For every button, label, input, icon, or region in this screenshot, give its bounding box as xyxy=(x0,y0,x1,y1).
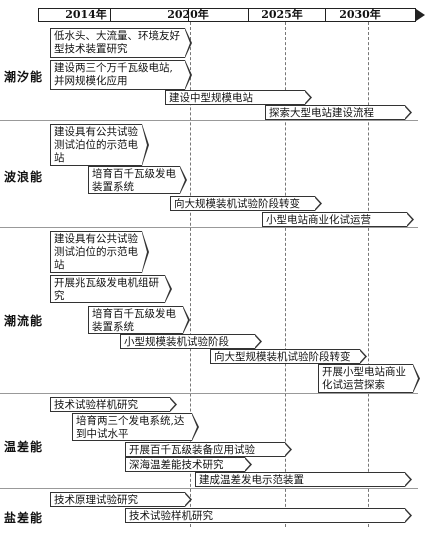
task-arrow: 向大规模装机试验阶段转变 xyxy=(170,196,315,211)
task-arrow: 低水头、大流量、环境友好型技术装置研究 xyxy=(50,28,185,58)
task-arrow: 向大型规模装机试验阶段转变 xyxy=(210,349,360,364)
year-label: 2020年 xyxy=(167,8,209,21)
task-arrow: 培育百千瓦级发电装置系统 xyxy=(88,166,180,194)
task-arrow: 建设具有公共试验测试泊位的示范电站 xyxy=(50,231,142,273)
axis-arrow-icon xyxy=(416,9,425,21)
year-divider xyxy=(248,8,249,22)
task-arrow: 建成温差发电示范装置 xyxy=(195,472,405,487)
task-arrow: 探索大型电站建设流程 xyxy=(265,105,405,120)
category-label-tidal-current: 潮流能 xyxy=(4,314,44,328)
year-label: 2025年 xyxy=(261,8,303,21)
task-arrow: 建设两三个万千瓦级电站,并网规模化应用 xyxy=(50,60,185,90)
task-arrow: 技术原理试验研究 xyxy=(50,492,185,507)
year-divider xyxy=(188,8,189,22)
timeline-axis xyxy=(38,8,416,22)
section-separator xyxy=(0,120,418,121)
section-separator xyxy=(0,393,418,394)
task-arrow: 开展百千瓦级装备应用试验 xyxy=(125,442,285,457)
task-arrow: 建设中型规模电站 xyxy=(165,90,305,105)
task-arrow: 开展兆瓦级发电机组研究 xyxy=(50,275,165,303)
year-guide-2020 xyxy=(190,22,191,527)
task-arrow: 小型规模装机试验阶段 xyxy=(120,334,255,349)
section-separator xyxy=(0,227,418,228)
year-divider xyxy=(325,8,326,22)
task-arrow: 培育两三个发电系统,达到中试水平 xyxy=(72,413,192,441)
category-label-salinity: 盐差能 xyxy=(4,511,44,525)
category-label-thermal: 温差能 xyxy=(4,440,44,454)
year-label: 2014年 xyxy=(65,8,107,21)
year-guide-2025 xyxy=(285,22,286,527)
year-guide-2030 xyxy=(368,22,369,527)
task-arrow: 技术试验样机研究 xyxy=(125,508,405,523)
task-arrow: 技术试验样机研究 xyxy=(50,397,170,412)
task-arrow: 开展小型电站商业化试运营探索 xyxy=(318,364,413,393)
task-arrow: 小型电站商业化试运营 xyxy=(262,212,407,227)
task-arrow: 建设具有公共试验测试泊位的示范电站 xyxy=(50,124,142,166)
category-label-wave: 波浪能 xyxy=(4,170,44,184)
year-divider xyxy=(110,8,111,22)
year-label: 2030年 xyxy=(339,8,381,21)
task-arrow: 深海温差能技术研究 xyxy=(125,457,245,472)
category-label-tidal: 潮汐能 xyxy=(4,70,44,84)
task-arrow: 培育百千瓦级发电装置系统 xyxy=(88,306,183,334)
section-separator xyxy=(0,488,418,489)
